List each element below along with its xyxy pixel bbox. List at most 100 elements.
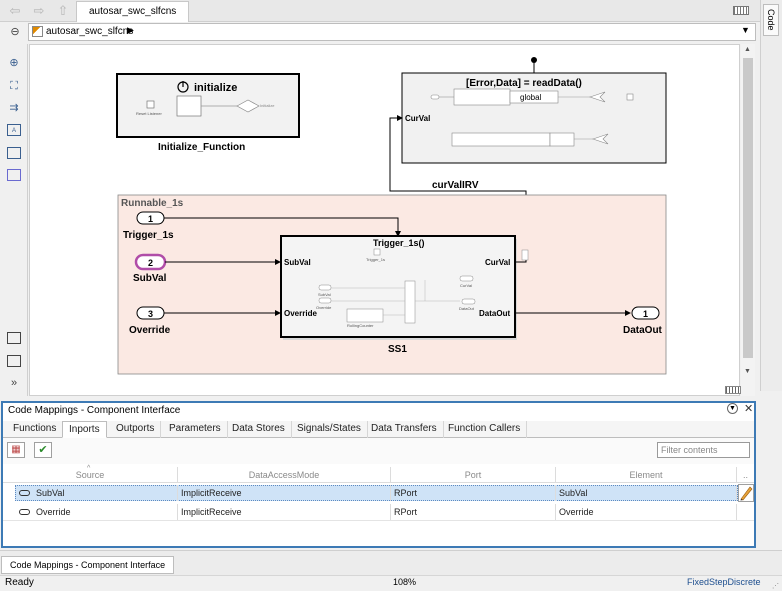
address-bar[interactable] (28, 23, 756, 41)
model-icon (32, 26, 43, 37)
column-data-access-mode[interactable]: DataAccessMode (178, 467, 391, 483)
sort-chevron-icon: ^ (87, 465, 91, 472)
column-element[interactable]: Element (556, 467, 737, 483)
configure-icon[interactable]: ▦ (7, 442, 25, 458)
bottom-tab-code-mappings[interactable]: Code Mappings - Component Interface (1, 556, 175, 574)
filter-input[interactable] (657, 442, 750, 458)
status-solver[interactable]: FixedStepDiscrete (687, 577, 761, 587)
irv-label: curValIRV (432, 180, 479, 191)
row-source: SubVal (33, 485, 178, 501)
inport-override-name: Override (129, 325, 171, 336)
ss1-inner-subval: SubVal (318, 292, 331, 297)
ss1-in-subval: SubVal (284, 258, 311, 267)
outport-dataout-name: DataOut (623, 325, 663, 336)
model-canvas[interactable]: initialize Reset Listener Initialize Ini… (29, 44, 740, 396)
runnable-name: Runnable_1s (121, 198, 184, 209)
signal-arrow-icon[interactable]: ⇉ (9, 102, 19, 114)
validate-check-icon[interactable]: ✔ (34, 442, 52, 458)
close-icon[interactable]: ✕ (744, 403, 754, 415)
tab-function-callers[interactable]: Function Callers (442, 421, 528, 438)
panel-title: Code Mappings - Component Interface (8, 405, 181, 416)
tab-data-stores[interactable]: Data Stores (226, 421, 292, 438)
inport-icon (19, 490, 30, 496)
inport-subval-name: SubVal (133, 273, 167, 284)
curval-port-label: CurVal (405, 114, 430, 123)
row-mode[interactable]: ImplicitReceive (178, 485, 391, 501)
row-source: Override (33, 504, 178, 520)
zoom-icon[interactable]: ⊕ (9, 57, 19, 69)
row-element[interactable]: SubVal (556, 485, 737, 501)
annotation-icon[interactable]: A (7, 124, 21, 136)
scrollbar-thumb[interactable] (743, 58, 753, 358)
up-arrow-icon[interactable]: ⇧ (57, 3, 69, 18)
tab-parameters[interactable]: Parameters (163, 421, 228, 438)
initialize-inner-label: Initialize (260, 103, 275, 108)
address-model-label[interactable]: autosar_swc_slfcns (46, 26, 134, 37)
code-tab[interactable]: Code (763, 4, 779, 36)
ss1-inner-dataout: DataOut (459, 306, 475, 311)
row-element[interactable]: Override (556, 504, 737, 520)
edit-pencil-icon[interactable] (738, 484, 754, 502)
panel-menu-icon[interactable]: ▼ (727, 403, 738, 414)
ss1-trigger-title: Trigger_1s() (373, 238, 425, 248)
back-arrow-icon[interactable]: ⇦ (9, 3, 21, 18)
forward-arrow-icon[interactable]: ⇨ (33, 3, 45, 18)
column-source[interactable]: ^ Source (3, 465, 178, 483)
top-tab-bar (0, 0, 782, 22)
inport-trigger-name: Trigger_1s (123, 230, 174, 241)
global-label: global (520, 93, 542, 102)
tab-signals-states[interactable]: Signals/States (291, 421, 368, 438)
status-ready: Ready (5, 577, 34, 588)
expand-icon[interactable]: » (10, 377, 18, 389)
tab-data-transfers[interactable]: Data Transfers (365, 421, 444, 438)
left-toolbar (0, 44, 28, 396)
area-icon[interactable] (7, 169, 21, 181)
initialize-title: initialize (194, 82, 237, 94)
ss1-out-curval: CurVal (485, 258, 510, 267)
hide-browser-icon[interactable]: ⊖ (10, 26, 20, 38)
column-more[interactable]: .. (737, 467, 754, 483)
fit-view-icon[interactable]: ⛶ (10, 80, 18, 92)
status-bar (0, 575, 782, 591)
read-data-title: [Error,Data] = readData() (466, 78, 582, 89)
screenshot-icon[interactable] (7, 332, 21, 344)
inport-trigger-num: 1 (148, 214, 153, 224)
image-icon[interactable] (7, 147, 21, 159)
tab-inports[interactable]: Inports (62, 421, 107, 438)
ss1-caption: SS1 (388, 344, 407, 355)
scroll-down-icon[interactable]: ▼ (744, 368, 751, 375)
ss1-subsystem-block[interactable] (280, 235, 516, 338)
read-data-function-block[interactable] (401, 72, 667, 164)
panel-tabs (3, 421, 754, 438)
row-port[interactable]: RPort (391, 485, 556, 501)
tab-outports[interactable]: Outports (110, 421, 162, 438)
block-diagram: initialize Reset Listener Initialize Ini… (116, 57, 667, 375)
inport-subval-num: 2 (148, 258, 153, 268)
model-tab[interactable]: autosar_swc_slfcns (76, 1, 190, 22)
row-mode[interactable]: ImplicitReceive (178, 504, 391, 520)
resize-grip-icon[interactable]: ⋰ (772, 583, 779, 590)
chevron-down-icon[interactable]: ▼ (741, 25, 750, 35)
block-icon[interactable] (7, 355, 21, 367)
table-row[interactable] (15, 485, 738, 501)
outport-dataout[interactable] (631, 306, 660, 320)
inport-override-num: 3 (148, 309, 153, 319)
row-port[interactable]: RPort (391, 504, 556, 520)
ss1-inner-trigger: Trigger_1s (366, 257, 385, 262)
status-zoom: 108% (393, 577, 417, 587)
outport-dataout-num: 1 (643, 309, 648, 319)
column-source-label: Source (75, 470, 105, 480)
ss1-inner-counter: RollingCounter (347, 323, 374, 328)
tab-functions[interactable]: Functions (7, 421, 64, 438)
ss1-inner-curval: CurVal (460, 283, 472, 288)
panel-toolbar (3, 438, 754, 464)
inport-icon (19, 509, 30, 515)
column-port[interactable]: Port (391, 467, 556, 483)
initialize-function-caption: Initialize_Function (158, 142, 245, 153)
code-strip (760, 0, 782, 391)
keyboard-icon[interactable] (733, 6, 749, 15)
zoom-bars-icon[interactable] (725, 386, 741, 394)
scroll-up-icon[interactable]: ▲ (744, 46, 751, 53)
ss1-inner-override: Override (316, 305, 332, 310)
breadcrumb-arrow-icon[interactable]: ▶ (127, 25, 134, 35)
